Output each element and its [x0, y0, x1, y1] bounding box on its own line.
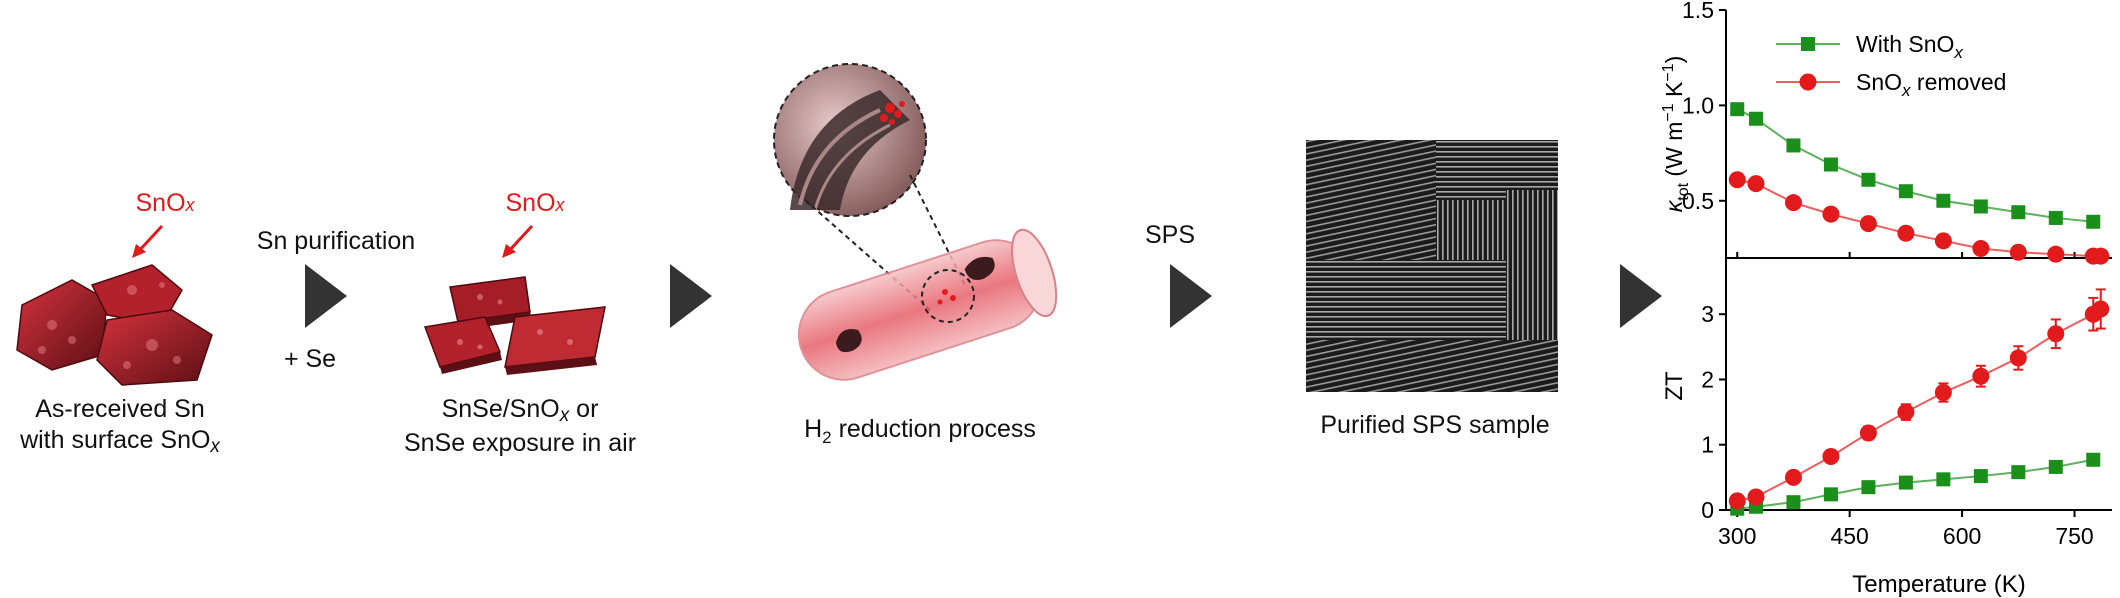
process-arrow-3 — [1170, 264, 1212, 328]
zt-square-point — [1898, 475, 1913, 490]
kappa-square-point — [1898, 184, 1913, 199]
kappa-circle-point — [1822, 205, 1840, 223]
process-arrow-1 — [305, 264, 347, 328]
process-arrow-2 — [670, 264, 712, 328]
temperature-xtick-label: 750 — [2055, 523, 2093, 549]
kappa-square-point — [1861, 172, 1876, 187]
snox-annotation-1: SnOx — [135, 189, 195, 217]
zt-square-point — [2048, 459, 2063, 474]
kappa-circle-point — [1859, 215, 1877, 233]
process-arrow-4 — [1620, 264, 1662, 328]
process-plus-se-label: + Se — [283, 345, 337, 373]
legend-label-1: SnOx removed — [1856, 69, 2006, 100]
kappa-circle-point — [1934, 232, 1952, 250]
temperature-xtick-label: 600 — [1943, 523, 1981, 549]
step-snse-exposure: SnOx SnSe/SnOx or SnSe exposure in air — [390, 0, 650, 598]
kappa-ytick-label: 1.0 — [1682, 92, 1714, 118]
zt-ytick-label: 1 — [1701, 432, 1714, 458]
kappa-circle-point — [2009, 243, 2027, 261]
zt-circle-point — [2009, 349, 2027, 367]
zt-ytick-label: 0 — [1701, 497, 1714, 523]
kappa-circle-point — [2092, 247, 2110, 265]
kappa-square-point — [2048, 210, 2063, 225]
zt-circle-point — [1784, 468, 1802, 486]
zt-axis-label: ZT — [1661, 371, 1688, 401]
zt-circle-point — [1728, 492, 1746, 510]
zt-square-point — [2011, 465, 2026, 480]
kappa-square-point — [1973, 199, 1988, 214]
kappa-circle-point — [1784, 194, 1802, 212]
kappa-square-point — [1786, 138, 1801, 153]
kappa-square-point — [2011, 205, 2026, 220]
sn-pellets-illustration — [16, 264, 213, 386]
kappa-circle-point — [1728, 171, 1746, 189]
snox-pointer-arrow-1 — [132, 224, 164, 258]
step-h2-caption: H2 reduction process — [804, 415, 1036, 447]
kappa-axis-label: κtot (W m−1 K−1) — [1660, 56, 1692, 213]
legend-square-marker — [1801, 37, 1815, 51]
kappa-ytick-label: 0.5 — [1682, 188, 1714, 214]
zt-square-point — [1786, 495, 1801, 510]
kappa-circle-point — [1972, 239, 1990, 257]
zt-square-point — [1973, 469, 1988, 484]
zt-circle-point — [1747, 488, 1765, 506]
process-sps-label: SPS — [1144, 221, 1196, 249]
kappa-square-point — [1823, 157, 1838, 172]
process-sn-purification-label: Sn purification — [256, 227, 416, 255]
zt-circle-point — [2092, 300, 2110, 318]
legend-circle-marker — [1799, 73, 1817, 91]
step-sps-caption: Purified SPS sample — [1320, 411, 1550, 439]
zt-circle-point — [1934, 384, 1952, 402]
kappa-square-point — [2086, 214, 2101, 229]
step-snse-caption: SnSe/SnOx or SnSe exposure in air — [403, 395, 637, 457]
zt-circle-point — [1822, 447, 1840, 465]
temperature-axis-label: Temperature (K) — [1852, 571, 2025, 598]
h2-reduction-tube-illustration — [773, 63, 1058, 381]
snox-annotation-2: SnOx — [505, 189, 565, 217]
zt-ytick-label: 3 — [1701, 301, 1714, 327]
kappa-series-1-line — [1737, 178, 2101, 258]
temperature-xtick-label: 300 — [1718, 523, 1756, 549]
kappa-circle-point — [1747, 175, 1765, 193]
zt-square-point — [2086, 452, 2101, 467]
kappa-square-point — [1936, 193, 1951, 208]
step-sps-sample: Purified SPS sample — [1290, 0, 1590, 598]
kappa-square-point — [1748, 111, 1763, 126]
legend-label-0: With SnOx — [1856, 31, 1963, 62]
zt-circle-point — [1972, 367, 1990, 385]
kappa-circle-point — [1897, 224, 1915, 242]
zt-square-point — [1936, 472, 1951, 487]
snse-crystals-illustration — [423, 276, 606, 375]
kappa-ytick-label: 1.5 — [1682, 0, 1714, 23]
temperature-xtick-label: 450 — [1830, 523, 1868, 549]
step-as-received: SnOx As-received Sn with surface SnOx — [0, 0, 240, 598]
zt-circle-point — [2047, 325, 2065, 343]
zt-square-point — [1861, 480, 1876, 495]
step-as-received-caption: As-received Sn with surface SnOx — [20, 395, 220, 458]
zt-circle-point — [1897, 403, 1915, 421]
zt-square-point — [1823, 487, 1838, 502]
snox-pointer-arrow-2 — [502, 224, 534, 258]
kappa-square-point — [1730, 102, 1745, 117]
step-h2-reduction: H2 reduction process — [760, 0, 1080, 598]
sps-sample-micrograph — [1306, 140, 1558, 392]
zt-circle-point — [1859, 424, 1877, 442]
zt-ytick-label: 2 — [1701, 366, 1714, 392]
kappa-circle-point — [2047, 245, 2065, 263]
